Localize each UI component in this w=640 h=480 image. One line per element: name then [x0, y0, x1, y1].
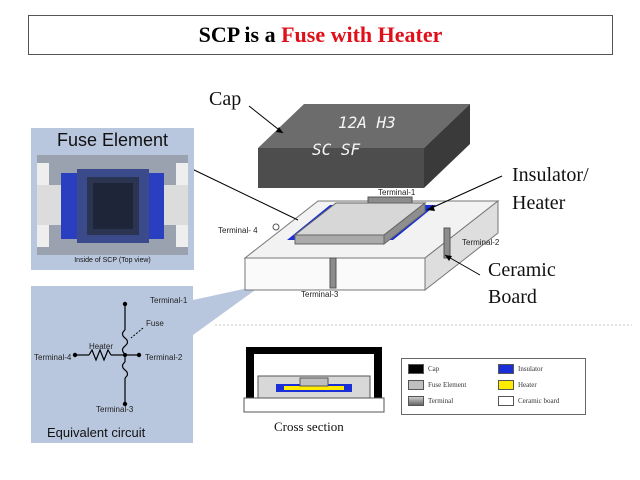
cap-label: Cap	[209, 88, 242, 110]
legend-item-ceramic-board: Ceramic board	[498, 396, 559, 406]
terminal-3-label: Terminal-3	[301, 290, 339, 299]
legend-label: Cap	[428, 365, 440, 373]
cap-marking-line1: 12A H3	[338, 113, 396, 132]
fuse-symbol-upper	[121, 329, 129, 355]
legend-swatch	[498, 396, 514, 406]
legend-swatch	[408, 396, 424, 406]
circuit-drawing	[72, 301, 144, 407]
page-title: SCP is a Fuse with Heater	[199, 22, 443, 48]
ceramic-leader	[444, 254, 481, 276]
legend-swatch	[498, 380, 514, 390]
equivalent-circuit-caption: Equivalent circuit	[47, 425, 146, 440]
callout-wedge	[193, 285, 262, 335]
legend-item-heater: Heater	[498, 380, 537, 390]
title-box: SCP is a Fuse with Heater	[28, 15, 613, 55]
ceramic-label-2: Board	[488, 286, 537, 308]
insulator-label-2: Heater	[512, 192, 566, 214]
cap-block	[258, 104, 470, 188]
title-prefix: SCP is a	[198, 22, 282, 47]
cap-marking-line2: SC SF	[312, 140, 361, 159]
legend-label: Fuse Element	[428, 381, 467, 389]
title-accent: Fuse with Heater	[281, 22, 443, 47]
legend-label: Terminal	[428, 397, 454, 405]
terminal-1-label: Terminal-1	[378, 188, 416, 197]
board-terminals	[272, 196, 451, 289]
insulator-plate	[287, 201, 436, 246]
cross-section-caption: Cross section	[274, 419, 344, 434]
insulator-leader	[426, 175, 503, 211]
cross-section-drawing	[243, 347, 385, 413]
fuse-element-title: Fuse Element	[56, 130, 169, 150]
legend-swatch	[498, 364, 514, 374]
circuit-terminal-4: Terminal-4	[34, 353, 72, 362]
ceramic-label-1: Ceramic	[488, 259, 556, 281]
circuit-fuse-label: Fuse	[146, 319, 164, 328]
legend-label: Insulator	[518, 365, 543, 373]
legend-swatch	[408, 380, 424, 390]
fuse-element-photo	[37, 155, 188, 255]
legend-label: Heater	[518, 381, 537, 389]
fuse-photo-drawing	[37, 155, 188, 255]
legend-label: Ceramic board	[518, 397, 560, 405]
legend: Cap Insulator Fuse Element Heater Termin…	[401, 358, 586, 415]
circuit-terminal-1: Terminal-1	[150, 296, 188, 305]
legend-item-cap: Cap	[408, 364, 439, 374]
legend-item-fuse-element: Fuse Element	[408, 380, 466, 390]
fuse-symbol-lower	[121, 361, 129, 379]
heater-resistor-symbol	[88, 348, 112, 362]
legend-swatch	[408, 364, 424, 374]
insulator-label-1: Insulator/	[512, 164, 589, 186]
fuse-element-caption: Inside of SCP (Top view)	[74, 257, 151, 264]
circuit-terminal-2: Terminal-2	[145, 353, 183, 362]
equivalent-circuit-panel	[31, 286, 193, 443]
circuit-heater-label: Heater	[89, 342, 114, 351]
legend-item-insulator: Insulator	[498, 364, 543, 374]
circuit-terminal-3: Terminal-3	[96, 405, 134, 414]
legend-item-terminal: Terminal	[408, 396, 453, 406]
fuse-leader	[189, 167, 299, 221]
cap-leader	[248, 105, 284, 134]
terminal-4-label: Terminal- 4	[218, 226, 258, 235]
terminal-2-label: Terminal-2	[462, 238, 500, 247]
